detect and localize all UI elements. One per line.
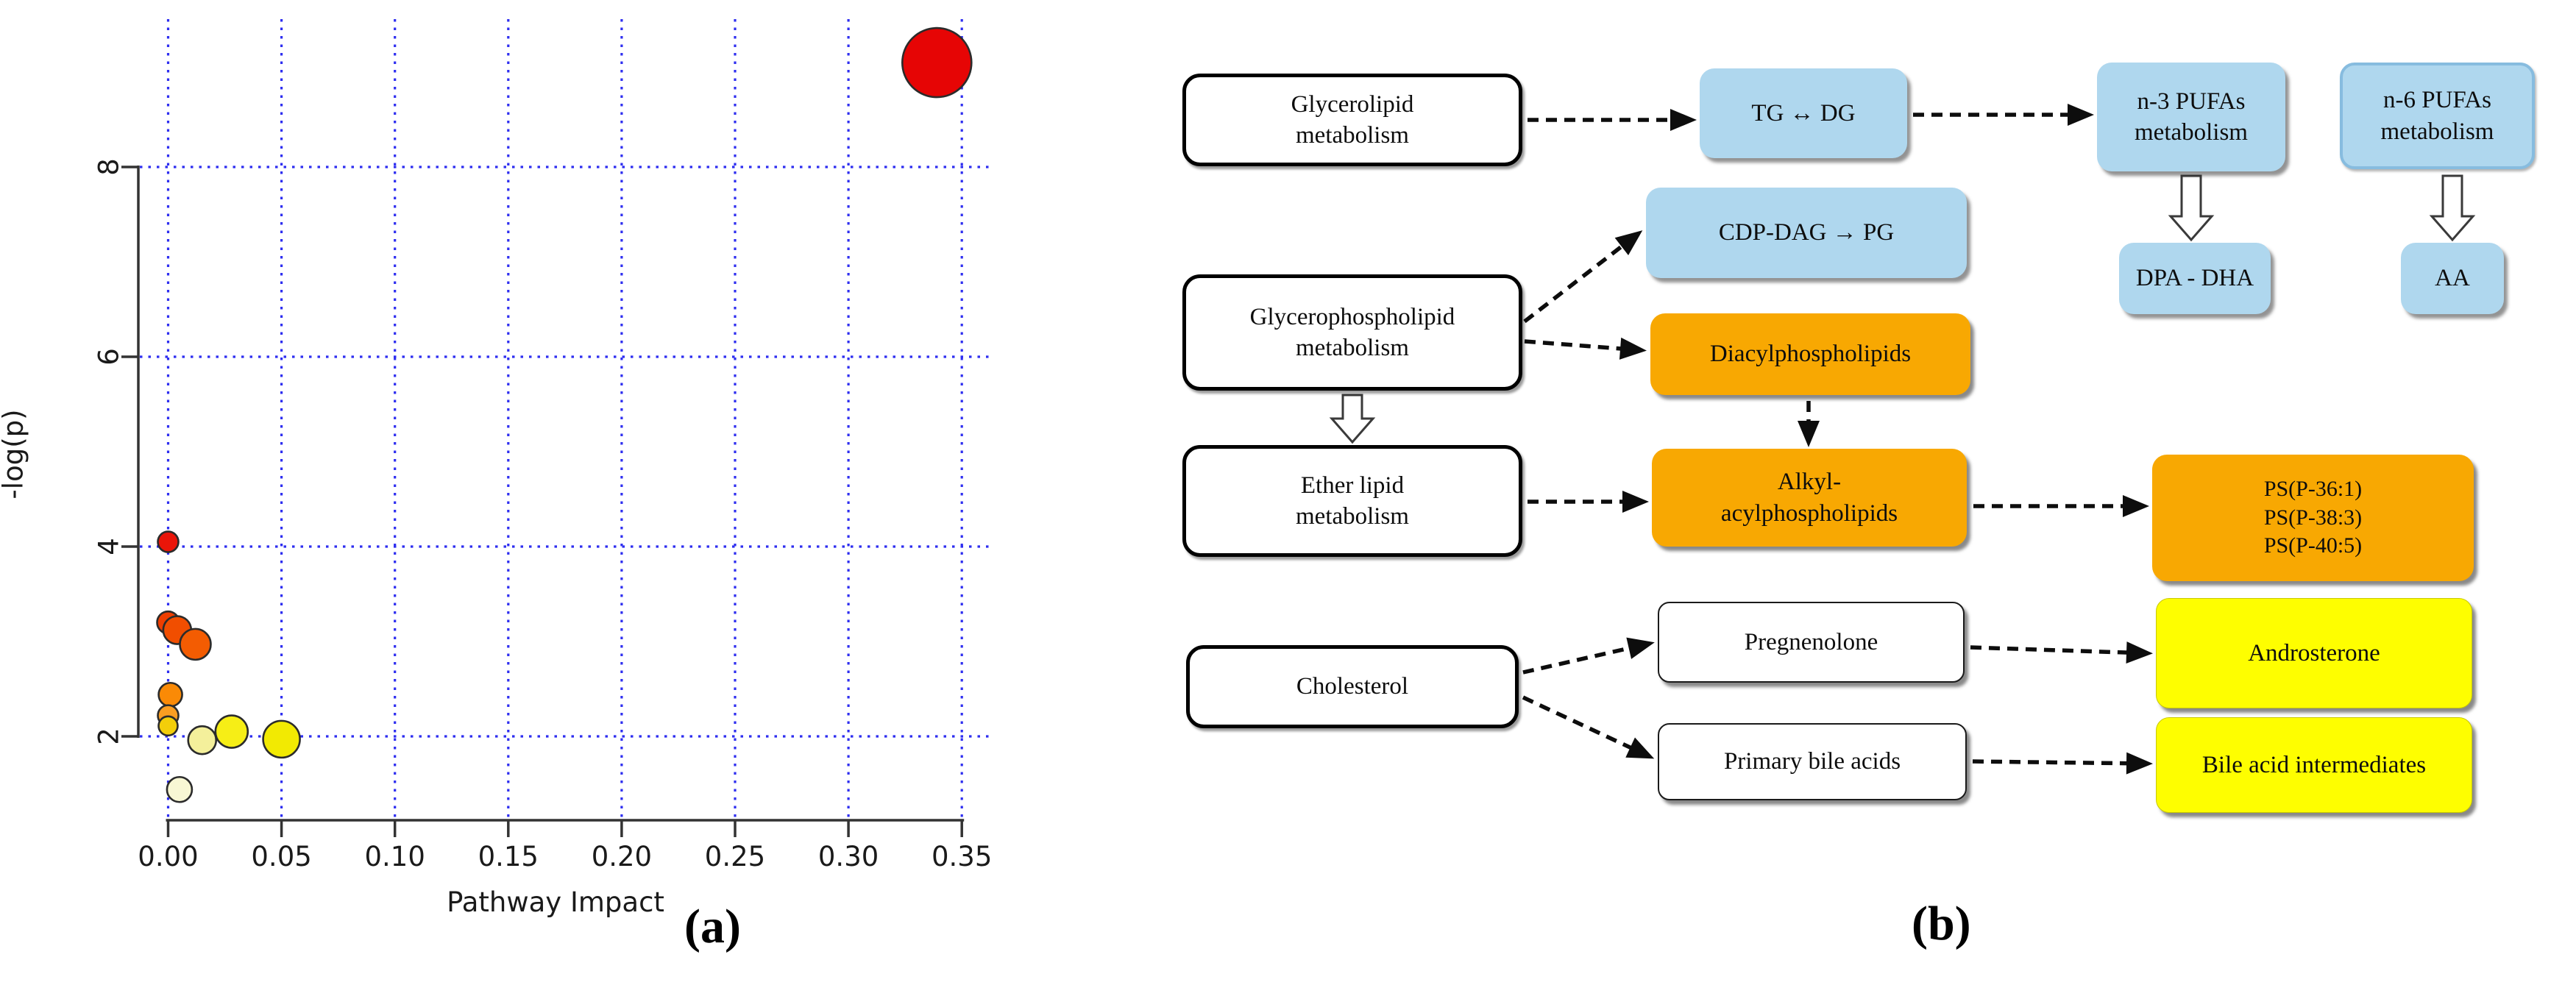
dashed-arrow-pregnenolone-to-androsterone xyxy=(1970,641,2153,664)
node-label: Androsterone xyxy=(2248,639,2380,666)
node-pregnenolone: Pregnenolone xyxy=(1658,602,1965,683)
node-aa: AA xyxy=(2401,243,2504,314)
dashed-arrow-chol-to-primary-bile xyxy=(1522,695,1655,759)
x-tick-label: 0.20 xyxy=(592,841,652,872)
panel-a-label: (a) xyxy=(684,900,741,953)
node-label: Bile acid intermediates xyxy=(2201,751,2427,778)
dashed-arrow-glycphos-to-cdp xyxy=(1523,230,1643,324)
node-label: TG ↔ DG xyxy=(1751,99,1856,127)
node-label: PS(P-36:1)PS(P-38:3)PS(P-40:5) xyxy=(2263,477,2363,558)
node-dpa-dha: DPA - DHA xyxy=(2119,243,2271,314)
pathway-impact-plot: 2 4 6 8 0.00 0.05 0.10 0.15 0.20 0.25 0.30 0.35 Pat… xyxy=(0,0,1067,985)
pathway-bubble xyxy=(166,775,194,803)
x-tick-label: 0.30 xyxy=(818,841,879,872)
pathway-bubble xyxy=(157,530,180,553)
node-label: DPA - DHA xyxy=(2135,265,2254,292)
node-alkyl: Alkyl-acylphospholipids xyxy=(1652,449,1967,547)
node-label: Alkyl-acylphospholipids xyxy=(1720,469,1898,527)
dashed-arrow-glycphos-to-diacyl xyxy=(1524,337,1647,360)
node-label: CDP-DAG → PG xyxy=(1718,219,1895,246)
x-tick-label: 0.35 xyxy=(932,841,992,872)
node-label: Primary bile acids xyxy=(1723,748,1901,775)
y-tick-label: 8 xyxy=(93,158,125,176)
x-axis-title: Pathway Impact xyxy=(447,886,664,918)
pathway-bubble xyxy=(157,715,179,737)
x-tick-label: 0.00 xyxy=(138,841,198,872)
dashed-arrow-chol-to-pregnenolone xyxy=(1522,637,1655,675)
pathway-bubble xyxy=(187,725,218,755)
pathway-bubble xyxy=(179,627,212,661)
y-tick-label: 4 xyxy=(93,538,125,555)
node-label: Pregnenolone xyxy=(1744,628,1878,655)
x-tick-label: 0.15 xyxy=(478,841,539,872)
hollow-down-arrow-n3-down-to-dpa xyxy=(2168,174,2215,242)
node-diacyl: Diacylphospholipids xyxy=(1650,313,1970,395)
node-androsterone: Androsterone xyxy=(2156,598,2472,708)
hollow-down-arrow-glycphos-down-to-ether xyxy=(1329,394,1376,444)
pathway-bubble xyxy=(214,714,249,749)
panel-b-label: (b) xyxy=(1912,897,1971,950)
node-primary-bile-acids: Primary bile acids xyxy=(1658,723,1967,800)
bubble-plot-canvas: 2 4 6 8 0.00 0.05 0.10 0.15 0.20 0.25 0.30 0.35 xyxy=(93,19,992,872)
y-tick-label: 6 xyxy=(93,348,125,366)
node-ps-species: PS(P-36:1)PS(P-38:3)PS(P-40:5) xyxy=(2152,455,2474,581)
x-tick-label: 0.25 xyxy=(705,841,765,872)
node-label: Cholesterol xyxy=(1296,673,1409,700)
pathway-bubble xyxy=(262,719,301,759)
node-label: Diacylphospholipids xyxy=(1709,341,1912,368)
node-cholesterol: Cholesterol xyxy=(1186,645,1519,728)
node-tg-dg: TG ↔ DG xyxy=(1700,68,1907,158)
x-tick-label: 0.05 xyxy=(251,841,311,872)
dashed-arrow-primarybile-to-bileint xyxy=(1972,752,2153,775)
y-tick-label: 2 xyxy=(93,728,125,745)
hollow-down-arrow-n6-down-to-aa xyxy=(2429,174,2476,242)
x-tick-label: 0.10 xyxy=(365,841,425,872)
pathway-bubble xyxy=(901,26,973,99)
node-label: AA xyxy=(2435,265,2470,292)
node-bile-acid-intermediates: Bile acid intermediates xyxy=(2156,717,2472,813)
node-cdp-dag-pg: CDP-DAG → PG xyxy=(1646,188,1967,278)
